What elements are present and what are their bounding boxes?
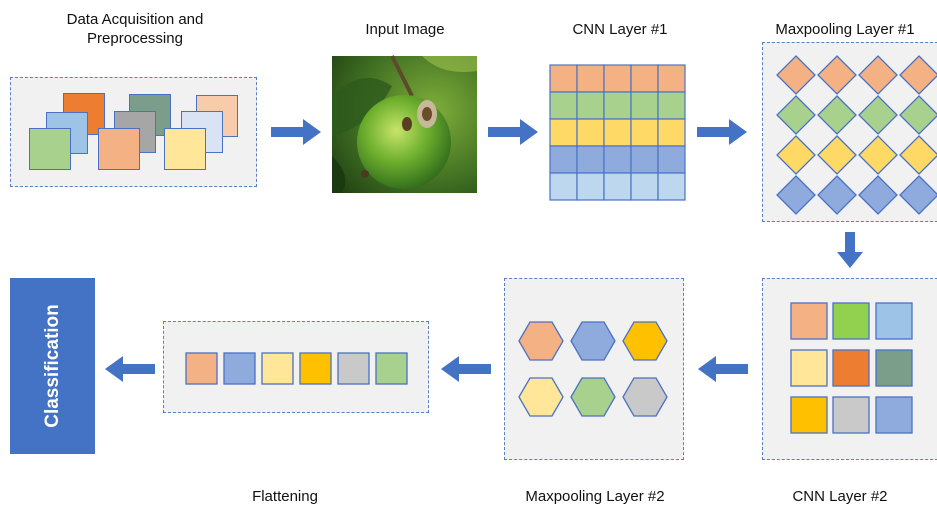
arrow-right-icon bbox=[697, 119, 747, 145]
cnn1-cell bbox=[630, 91, 659, 120]
label-data-acquisition: Data Acquisition and Preprocessing bbox=[66, 11, 204, 47]
cnn1-cell bbox=[603, 64, 632, 93]
flatten-square bbox=[185, 352, 218, 385]
maxpool2-hexagon bbox=[518, 377, 564, 417]
cnn1-cell bbox=[549, 118, 578, 147]
maxpool2-hexagon bbox=[622, 377, 668, 417]
maxpool1-diamond bbox=[817, 95, 857, 135]
cnn1-cell bbox=[657, 118, 686, 147]
cnn1-cell bbox=[576, 64, 605, 93]
cnn1-cell bbox=[603, 172, 632, 201]
maxpool1-diamond bbox=[776, 135, 816, 175]
cnn1-cell bbox=[576, 145, 605, 174]
cnn2-cell bbox=[790, 349, 828, 387]
preprocessing-square bbox=[98, 128, 140, 170]
flatten-square bbox=[261, 352, 294, 385]
label-cnn-layer-2: CNN Layer #2 bbox=[792, 488, 888, 505]
cnn1-cell bbox=[603, 118, 632, 147]
maxpool2-hexagon bbox=[570, 377, 616, 417]
arrow-right-icon bbox=[271, 119, 321, 145]
maxpool1-diamond bbox=[776, 95, 816, 135]
maxpool1-diamond bbox=[899, 95, 937, 135]
label-cnn-layer-1: CNN Layer #1 bbox=[572, 21, 668, 38]
maxpool1-diamond bbox=[776, 175, 816, 215]
maxpool1-diamond bbox=[858, 135, 898, 175]
maxpool1-diamond bbox=[817, 135, 857, 175]
cnn1-cell bbox=[603, 91, 632, 120]
label-maxpooling-layer-2: Maxpooling Layer #2 bbox=[525, 488, 665, 505]
maxpool1-diamond bbox=[776, 55, 816, 95]
arrow-right-icon bbox=[488, 119, 538, 145]
cnn2-cell bbox=[790, 302, 828, 340]
maxpool2-hexagon bbox=[622, 321, 668, 361]
cnn1-cell bbox=[576, 91, 605, 120]
maxpool2-hexagon bbox=[570, 321, 616, 361]
cnn1-cell bbox=[657, 172, 686, 201]
cnn1-cell bbox=[549, 145, 578, 174]
arrow-left-icon bbox=[698, 356, 748, 382]
maxpooling-layer-1-panel bbox=[762, 42, 937, 222]
cnn1-cell bbox=[630, 64, 659, 93]
cnn2-cell bbox=[832, 396, 870, 434]
label-input-image: Input Image bbox=[365, 21, 445, 38]
classification-label: Classification bbox=[41, 304, 63, 428]
cnn1-cell bbox=[576, 172, 605, 201]
flatten-square bbox=[375, 352, 408, 385]
flatten-square bbox=[223, 352, 256, 385]
cnn1-cell bbox=[603, 145, 632, 174]
cnn2-cell bbox=[875, 349, 913, 387]
cnn1-cell bbox=[630, 118, 659, 147]
cnn1-cell bbox=[549, 172, 578, 201]
cnn2-cell bbox=[875, 302, 913, 340]
maxpool1-diamond bbox=[858, 175, 898, 215]
input-image bbox=[332, 55, 477, 193]
preprocessing-square bbox=[164, 128, 206, 170]
maxpool1-diamond bbox=[858, 55, 898, 95]
label-flattening: Flattening bbox=[252, 488, 318, 505]
flatten-square bbox=[299, 352, 332, 385]
arrow-down-icon bbox=[837, 232, 863, 268]
maxpool1-diamond bbox=[817, 175, 857, 215]
arrow-left-icon bbox=[441, 356, 491, 382]
cnn2-cell bbox=[875, 396, 913, 434]
arrow-left-icon bbox=[105, 356, 155, 382]
cnn1-cell bbox=[657, 64, 686, 93]
cnn1-cell bbox=[657, 145, 686, 174]
cnn1-cell bbox=[630, 145, 659, 174]
maxpooling-layer-2-panel bbox=[504, 278, 684, 460]
cnn-layer-2-panel bbox=[762, 278, 937, 460]
cnn1-cell bbox=[657, 91, 686, 120]
maxpool2-hexagon bbox=[518, 321, 564, 361]
cnn1-cell bbox=[630, 172, 659, 201]
cnn-layer-1-grid bbox=[549, 64, 686, 201]
maxpool1-diamond bbox=[817, 55, 857, 95]
maxpool1-diamond bbox=[858, 95, 898, 135]
flattening-panel bbox=[163, 321, 429, 413]
cnn2-cell bbox=[790, 396, 828, 434]
maxpool1-diamond bbox=[899, 175, 937, 215]
maxpool1-diamond bbox=[899, 55, 937, 95]
flatten-square bbox=[337, 352, 370, 385]
maxpool1-diamond bbox=[899, 135, 937, 175]
preprocessing-square bbox=[29, 128, 71, 170]
cnn1-cell bbox=[549, 91, 578, 120]
preprocessing-panel bbox=[10, 77, 257, 187]
cnn2-cell bbox=[832, 302, 870, 340]
cnn1-cell bbox=[576, 118, 605, 147]
cnn2-cell bbox=[832, 349, 870, 387]
cnn1-cell bbox=[549, 64, 578, 93]
classification-box: Classification bbox=[10, 278, 95, 454]
label-maxpooling-layer-1: Maxpooling Layer #1 bbox=[775, 21, 915, 38]
